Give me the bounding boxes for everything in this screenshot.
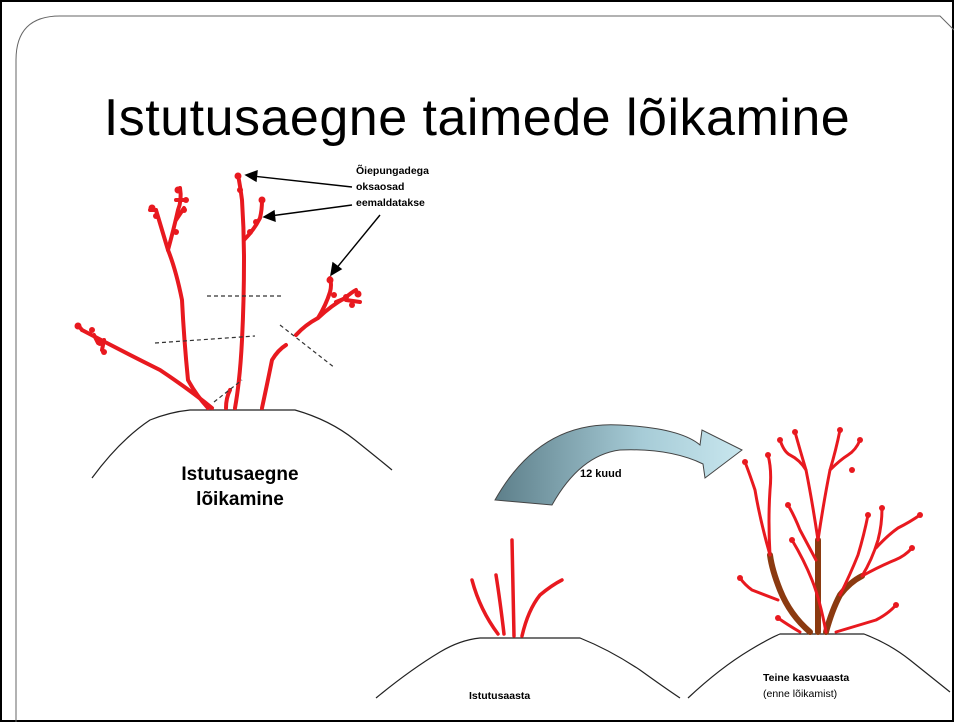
year2-new-branches	[740, 430, 920, 632]
year2-old-wood	[770, 540, 862, 632]
year1-mound	[376, 638, 680, 698]
transition-label: 12 kuud	[580, 468, 622, 480]
main-plant-label: Istutusaegne lõikamine	[140, 462, 340, 512]
callout-line-2: oksaosad	[356, 179, 429, 195]
callout-label: Õiepungadega oksaosad eemaldatakse	[356, 163, 429, 211]
year1-label: Istutusaasta	[469, 690, 530, 702]
callout-line-3: eemaldatakse	[356, 195, 429, 211]
year1-branches	[472, 540, 562, 636]
transition-arrow	[495, 425, 742, 505]
slide-title: Istutusaegne taimede lõikamine	[0, 88, 954, 148]
year2-sublabel: (enne lõikamist)	[763, 688, 837, 700]
main-plant-buds	[75, 173, 362, 356]
year2-label: Teine kasvuaasta	[763, 672, 849, 684]
main-label-line-2: lõikamine	[140, 487, 340, 512]
main-label-line-1: Istutusaegne	[140, 462, 340, 487]
year2-buds	[737, 427, 923, 621]
callout-line-1: Õiepungadega	[356, 163, 429, 179]
